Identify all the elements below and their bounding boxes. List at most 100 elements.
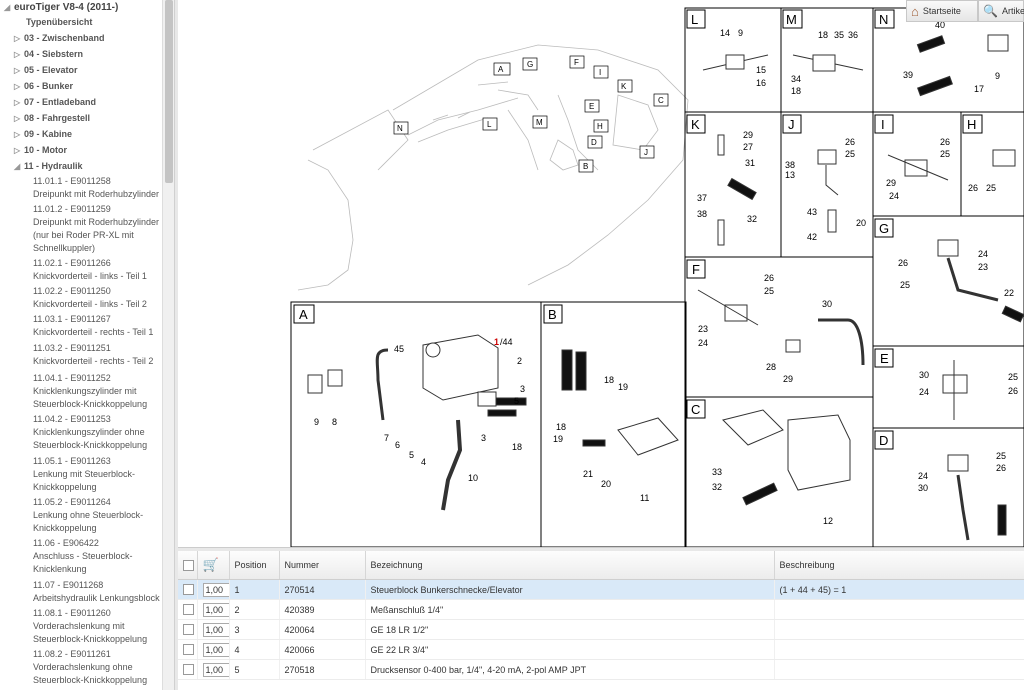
svg-text:2: 2 xyxy=(517,356,522,366)
quantity-input[interactable]: 1,00 xyxy=(202,622,228,637)
row-checkbox[interactable] xyxy=(183,604,194,616)
table-row[interactable]: 1,00 1 270514 Steuerblock Bunkerschnecke… xyxy=(178,579,1024,600)
svg-text:N: N xyxy=(879,12,888,27)
article-button[interactable]: 🔍 Artikel xyxy=(978,0,1024,22)
svg-text:J: J xyxy=(644,148,648,157)
expand-icon[interactable]: ▷ xyxy=(14,50,21,59)
svg-text:3: 3 xyxy=(481,433,486,443)
svg-text:K: K xyxy=(621,82,627,91)
svg-text:36: 36 xyxy=(848,30,858,40)
table-row[interactable]: 1,00 2 420389 Meßanschluß 1/4" xyxy=(178,599,1024,620)
tree-overview[interactable]: Typenübersicht xyxy=(26,17,93,27)
drawing-svg: A G F I K C N L M E H D B J xyxy=(290,7,1024,547)
tree-group-03[interactable]: ▷03 - Zwischenband xyxy=(14,33,105,43)
row-checkbox[interactable] xyxy=(183,624,194,636)
expand-icon[interactable]: ▷ xyxy=(14,82,21,91)
svg-text:23: 23 xyxy=(978,262,988,272)
collapse-icon[interactable]: ◢ xyxy=(4,3,11,12)
svg-text:7: 7 xyxy=(384,433,389,443)
scrollbar-thumb[interactable] xyxy=(165,0,173,183)
expand-icon[interactable]: ▷ xyxy=(14,114,21,123)
cell-position: 4 xyxy=(229,639,280,660)
svg-text:40: 40 xyxy=(935,20,945,30)
tree-root[interactable]: ◢euroTiger V8-4 (2011-) xyxy=(4,2,119,13)
vertical-splitter[interactable] xyxy=(174,0,179,690)
svg-text:24: 24 xyxy=(978,249,988,259)
row-checkbox[interactable] xyxy=(183,644,194,656)
svg-text:18: 18 xyxy=(791,86,801,96)
cell-number: 420064 xyxy=(279,619,366,640)
quantity-input[interactable]: 1,00 xyxy=(202,642,228,657)
svg-text:E: E xyxy=(589,102,594,111)
tree-group-10[interactable]: ▷10 - Motor xyxy=(14,145,68,155)
svg-text:9: 9 xyxy=(738,28,743,38)
svg-text:43: 43 xyxy=(807,207,817,217)
expand-icon[interactable]: ▷ xyxy=(14,130,21,139)
svg-text:E: E xyxy=(880,351,889,366)
svg-text:37: 37 xyxy=(697,193,707,203)
svg-text:/44: /44 xyxy=(500,337,513,347)
tree-group-07[interactable]: ▷07 - Entladeband xyxy=(14,97,97,107)
expand-icon[interactable]: ▷ xyxy=(14,66,21,75)
svg-text:18: 18 xyxy=(556,422,566,432)
tree-group-09[interactable]: ▷09 - Kabine xyxy=(14,129,73,139)
quantity-input[interactable]: 1,00 xyxy=(202,662,228,677)
svg-text:30: 30 xyxy=(919,370,929,380)
svg-text:26: 26 xyxy=(764,273,774,283)
quantity-input[interactable]: 1,00 xyxy=(202,582,228,597)
cell-description xyxy=(774,599,1024,620)
table-row[interactable]: 1,00 3 420064 GE 18 LR 1/2" xyxy=(178,619,1024,640)
tree-group-06[interactable]: ▷06 - Bunker xyxy=(14,81,74,91)
row-checkbox[interactable] xyxy=(183,584,194,596)
svg-text:19: 19 xyxy=(618,382,628,392)
svg-text:8: 8 xyxy=(332,417,337,427)
svg-text:22: 22 xyxy=(1004,288,1014,298)
svg-text:L: L xyxy=(487,120,492,129)
tree-group-08[interactable]: ▷08 - Fahrgestell xyxy=(14,113,91,123)
exploded-drawing[interactable]: A G F I K C N L M E H D B J xyxy=(178,0,1024,547)
header-designation[interactable]: Bezeichnung xyxy=(365,551,775,580)
checkbox[interactable] xyxy=(183,559,194,571)
row-checkbox[interactable] xyxy=(183,664,194,676)
cell-designation: GE 22 LR 3/4" xyxy=(365,639,775,660)
tree-group-04[interactable]: ▷04 - Siebstern xyxy=(14,49,84,59)
svg-text:18: 18 xyxy=(818,30,828,40)
table-row[interactable]: 1,00 5 270518 Drucksensor 0-400 bar, 1/4… xyxy=(178,659,1024,680)
header-description[interactable]: Beschreibung xyxy=(774,551,1024,580)
expand-icon[interactable]: ▷ xyxy=(14,34,21,43)
expand-icon[interactable]: ▷ xyxy=(14,146,21,155)
tree-group-05[interactable]: ▷05 - Elevator xyxy=(14,65,78,75)
cell-designation: GE 18 LR 1/2" xyxy=(365,619,775,640)
select-all-checkbox[interactable] xyxy=(178,551,198,580)
table-row[interactable]: 1,00 4 420066 GE 22 LR 3/4" xyxy=(178,639,1024,660)
collapse-icon[interactable]: ◢ xyxy=(14,162,21,171)
expand-icon[interactable]: ▷ xyxy=(14,98,21,107)
svg-text:9: 9 xyxy=(314,417,319,427)
svg-text:26: 26 xyxy=(968,183,978,193)
header-position[interactable]: Position xyxy=(229,551,280,580)
svg-text:29: 29 xyxy=(783,374,793,384)
quantity-input[interactable]: 1,00 xyxy=(202,602,228,617)
svg-text:45: 45 xyxy=(394,344,404,354)
home-button[interactable]: ⌂ Startseite xyxy=(906,0,978,22)
tree-scrollbar[interactable] xyxy=(162,0,175,690)
svg-text:21: 21 xyxy=(583,469,593,479)
tree-group-11[interactable]: ◢11 - Hydraulik xyxy=(14,161,83,171)
header-number[interactable]: Nummer xyxy=(279,551,366,580)
svg-text:D: D xyxy=(591,138,597,147)
horizontal-splitter[interactable] xyxy=(178,547,1024,552)
